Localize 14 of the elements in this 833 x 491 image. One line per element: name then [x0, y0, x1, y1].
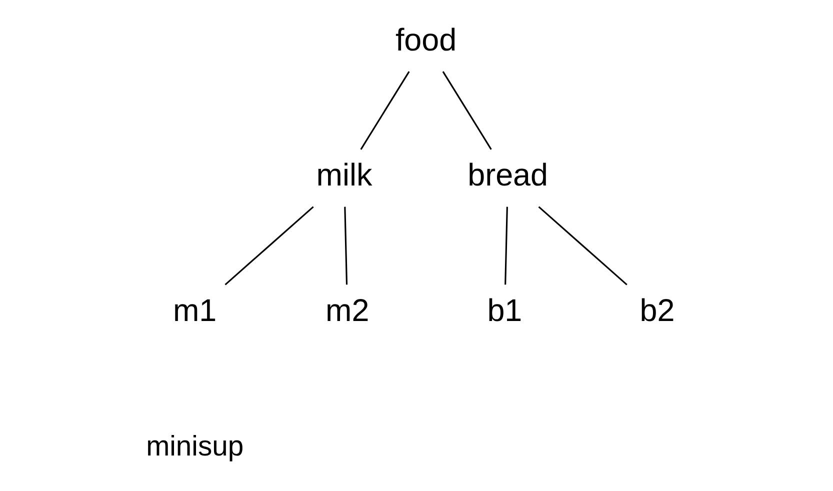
connector — [360, 71, 410, 150]
connector — [504, 206, 508, 285]
connector — [442, 71, 492, 150]
node-text: b1 — [486, 292, 522, 328]
connector — [538, 206, 627, 286]
node-text: m1 — [172, 292, 216, 328]
node-text: b2 — [639, 292, 674, 328]
connector — [224, 206, 314, 286]
node-text: m2 — [325, 292, 369, 328]
node-text: food — [394, 22, 456, 58]
node-text: bread — [467, 158, 548, 193]
node-text: milk — [316, 158, 372, 193]
connector — [344, 206, 348, 285]
label: minisup — [146, 429, 244, 462]
